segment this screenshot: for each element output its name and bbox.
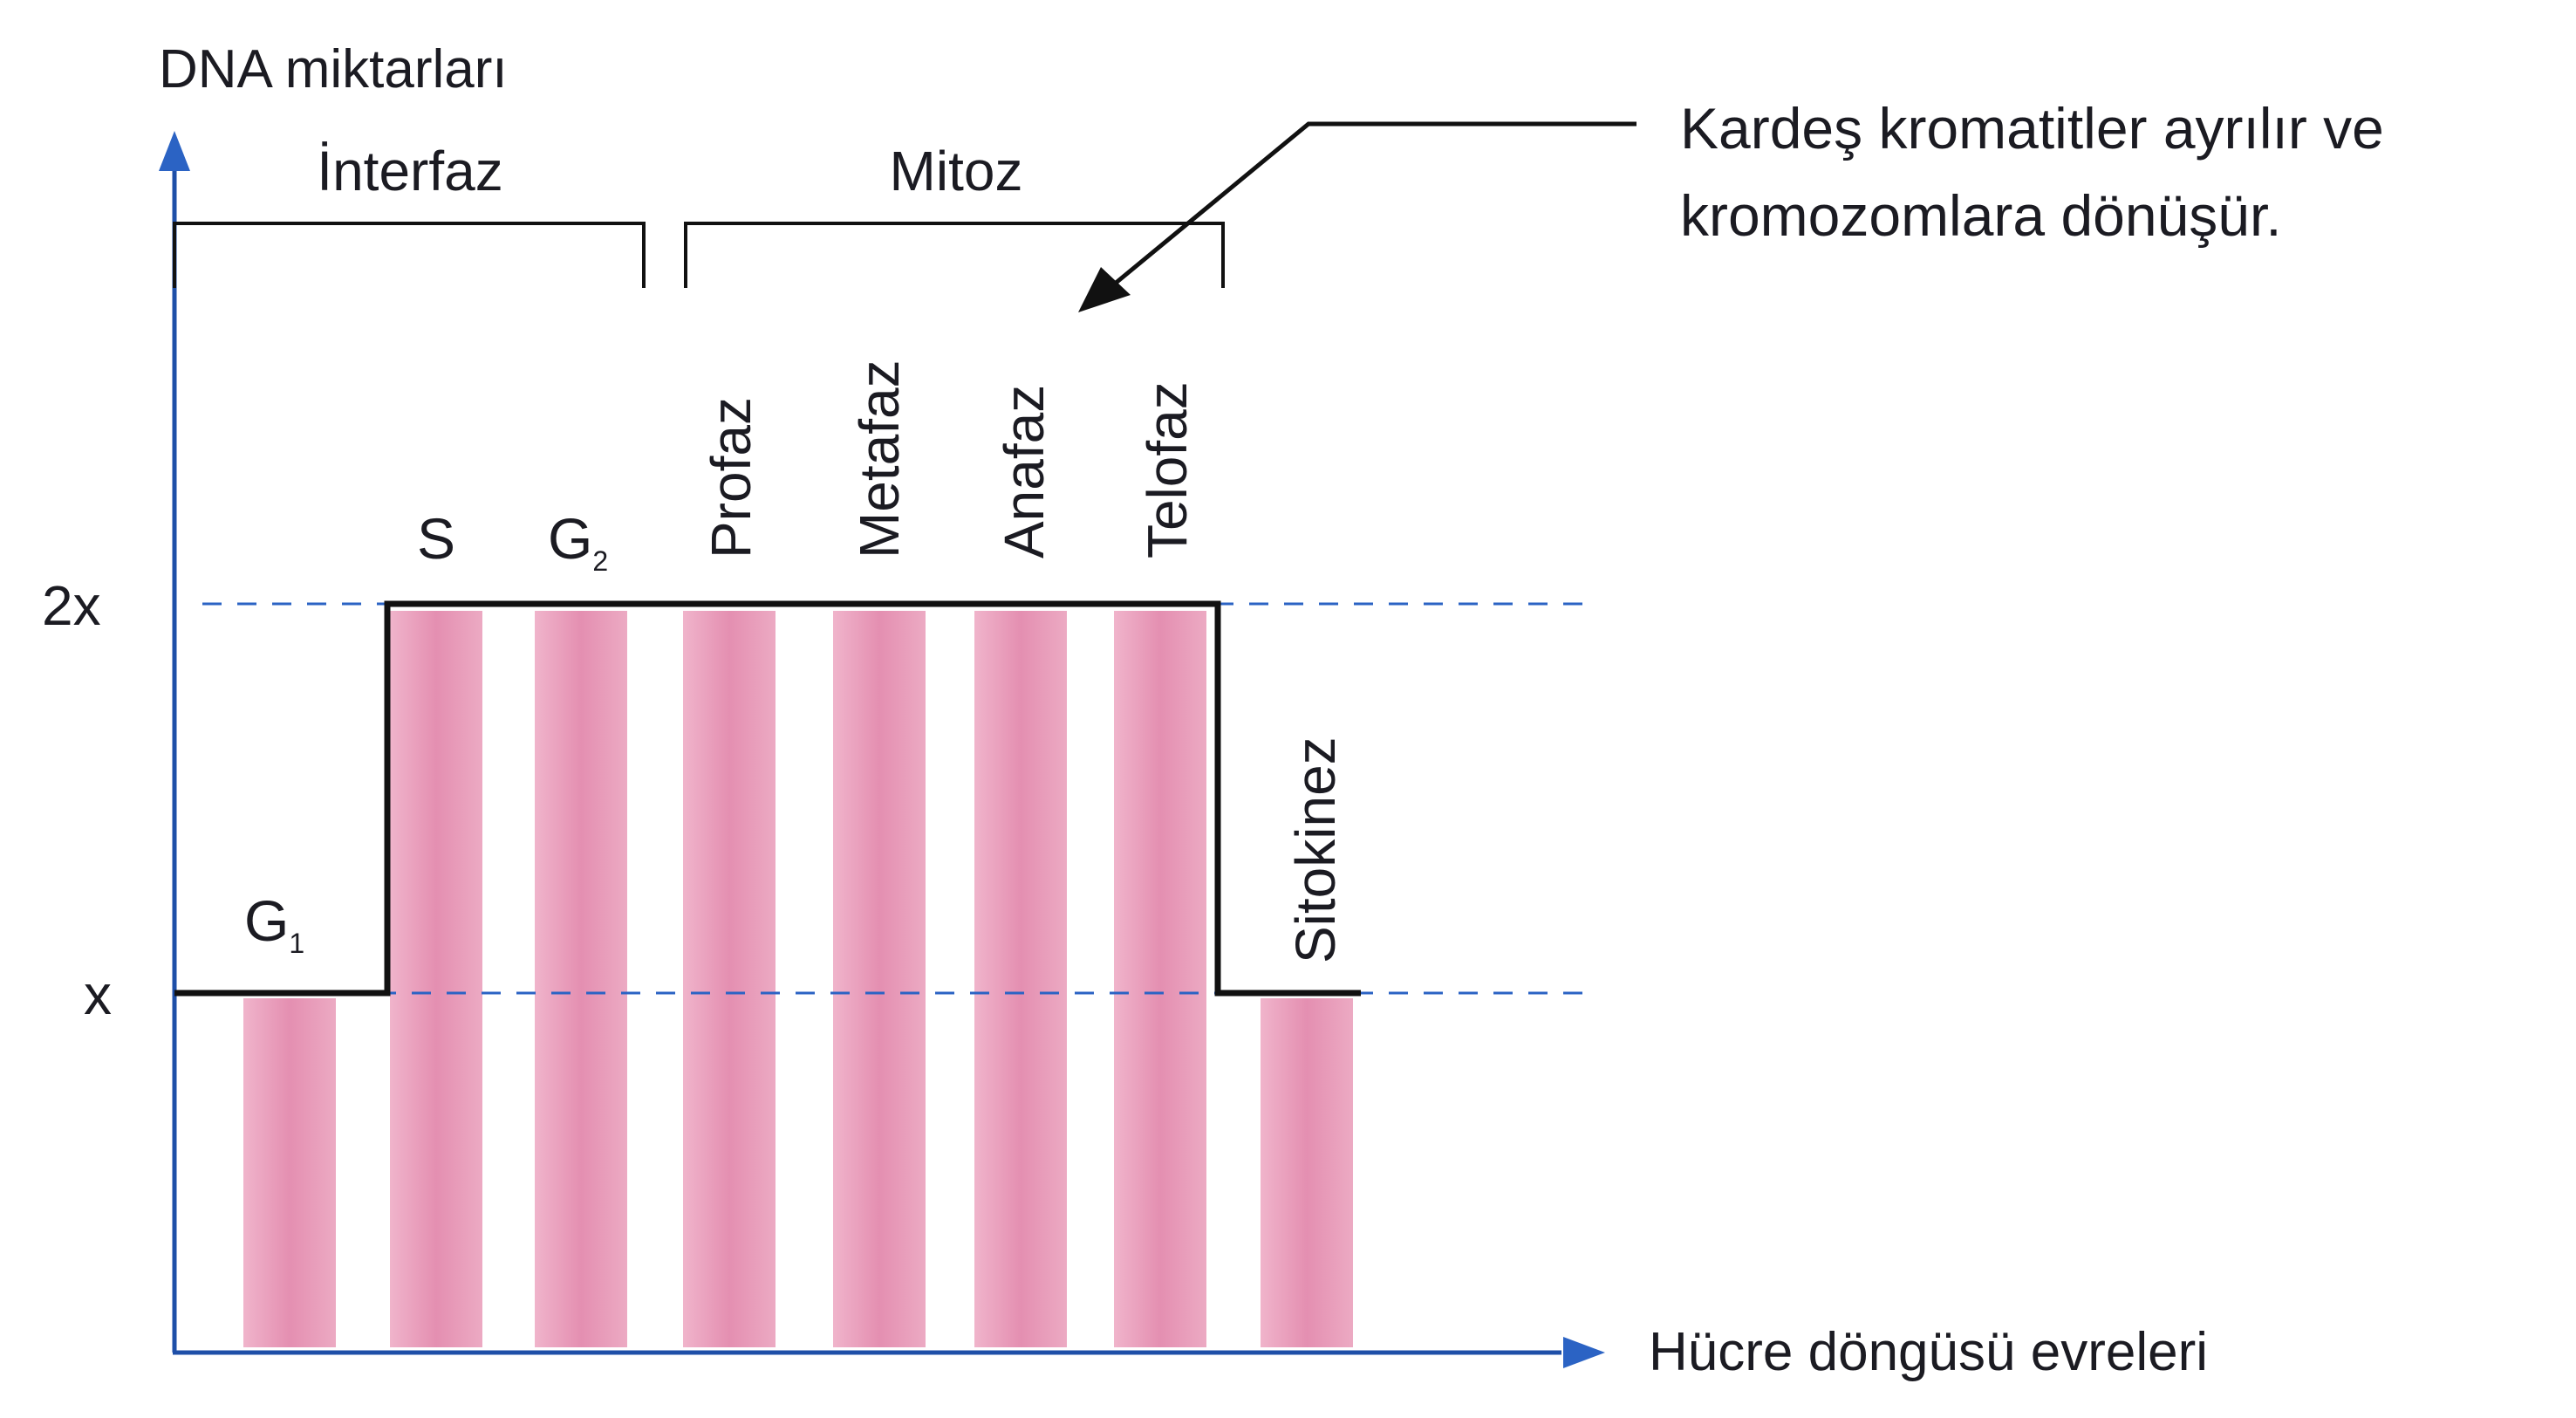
annotation-arrowhead-icon	[1078, 267, 1131, 312]
y-axis-arrow-icon	[159, 131, 190, 171]
phase-label-g2-text: G	[548, 506, 592, 571]
dna-amount-line	[174, 600, 1361, 997]
mitoz-label: Mitoz	[890, 140, 1023, 202]
phase-bar-s	[390, 611, 482, 1347]
phase-label-telofaz: Telofaz	[1136, 381, 1199, 558]
phase-label-g1-sub: 1	[289, 928, 304, 959]
phase-bar-sitokinez	[1261, 998, 1353, 1347]
annotation-line-2: kromozomlara dönüşür.	[1680, 183, 2282, 248]
phase-label-s: S	[417, 506, 455, 571]
annotation-arrow	[1108, 121, 1636, 290]
y-tick-x: x	[84, 963, 112, 1026]
y-tick-2x: 2x	[42, 574, 101, 637]
phase-label-g1-text: G	[244, 888, 289, 953]
phase-label-sitokinez: Sitokinez	[1284, 736, 1347, 963]
phase-label-g2-sub: 2	[592, 545, 608, 577]
phase-bar-g1	[243, 998, 336, 1347]
interfaz-label: İnterfaz	[317, 140, 502, 202]
phase-bar-anafaz	[974, 611, 1067, 1347]
phase-bar-telofaz	[1114, 611, 1206, 1347]
phase-label-metafaz: Metafaz	[848, 360, 911, 558]
y-axis-label: DNA miktarları	[159, 39, 508, 99]
interfaz-bracket	[173, 222, 646, 288]
phase-bar-metafaz	[833, 611, 926, 1347]
annotation-line-1: Kardeş kromatitler ayrılır ve	[1680, 96, 2384, 161]
mitoz-bracket	[684, 222, 1225, 288]
phase-label-g1: G1	[244, 888, 304, 959]
phase-bars	[243, 611, 1353, 1347]
phase-bar-g2	[535, 611, 627, 1347]
phase-label-profaz: Profaz	[700, 397, 762, 558]
phase-label-g2: G2	[548, 506, 608, 577]
x-axis-arrow-icon	[1563, 1337, 1605, 1368]
phase-bar-profaz	[683, 611, 776, 1347]
phase-label-anafaz: Anafaz	[993, 385, 1056, 558]
x-axis-label: Hücre döngüsü evreleri	[1649, 1322, 2208, 1382]
